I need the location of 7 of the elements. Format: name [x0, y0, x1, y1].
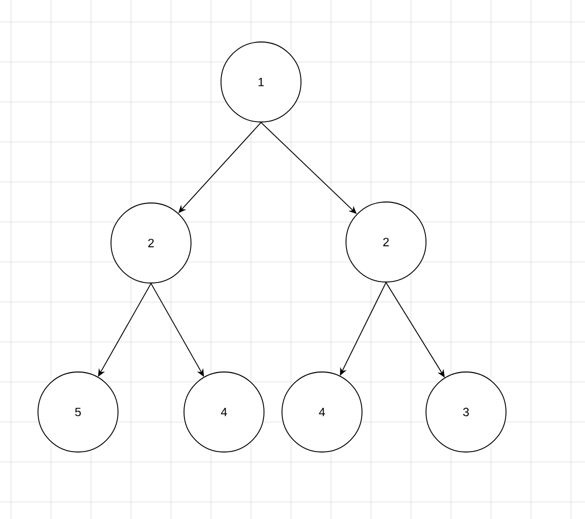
circle-node: 1	[220, 42, 302, 122]
circle-node: 5	[38, 372, 118, 452]
circle-node: 4	[282, 372, 362, 452]
circle-node: 4	[184, 372, 264, 452]
circle-node: 2	[346, 202, 426, 282]
circle-node: 2	[110, 202, 192, 284]
circle-node: 3	[426, 372, 506, 452]
